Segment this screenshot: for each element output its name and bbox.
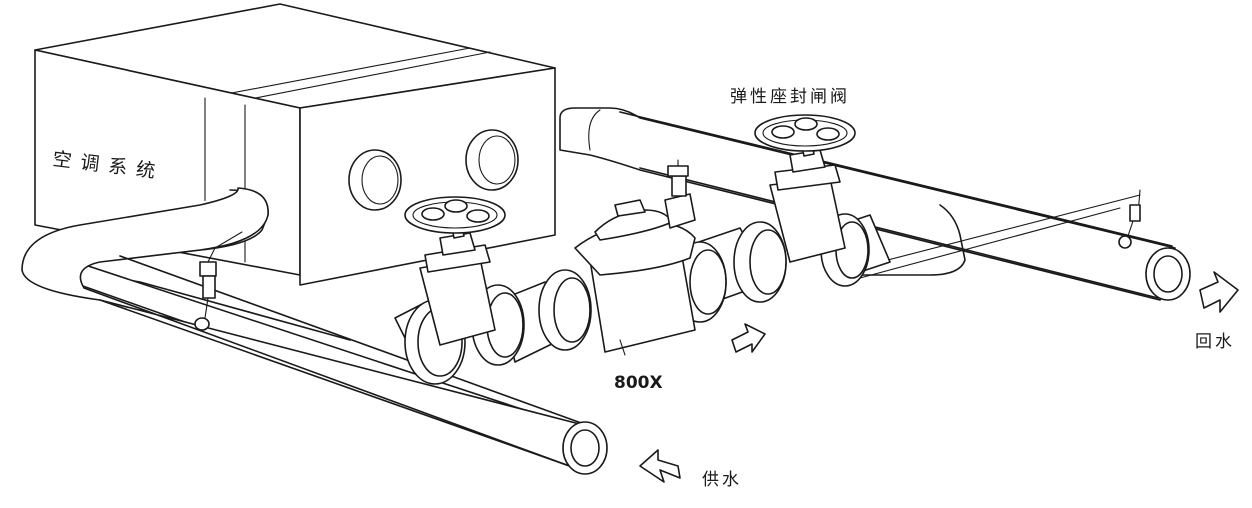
- supply-water-label: 供水: [702, 470, 742, 490]
- gate-valve-rear: [754, 114, 856, 263]
- return-water-label: 回水: [1195, 332, 1235, 352]
- flow-arrow-middle: [731, 323, 766, 353]
- flow-arrow-return: [1199, 271, 1239, 313]
- sensor-probe-left: [194, 231, 243, 331]
- flow-arrow-supply: [639, 449, 681, 483]
- return-pipe: [559, 107, 1191, 301]
- supply-pipe: [21, 187, 608, 475]
- model-label: 800X: [614, 373, 663, 393]
- sensor-probe-right: [1118, 189, 1141, 249]
- supply-pipe-end: [562, 421, 608, 475]
- handwheel-rear: [754, 114, 856, 152]
- ac-port-left: [348, 149, 402, 211]
- gate-valve-front: [404, 196, 506, 346]
- control-valve-800x: [574, 159, 696, 356]
- handwheel-front: [404, 196, 506, 234]
- flow-arrows: [639, 271, 1239, 483]
- gate-valve-label: 弹性座封闸阀: [730, 87, 850, 107]
- return-pipe-end: [1145, 247, 1191, 301]
- ac-port-right: [465, 129, 519, 191]
